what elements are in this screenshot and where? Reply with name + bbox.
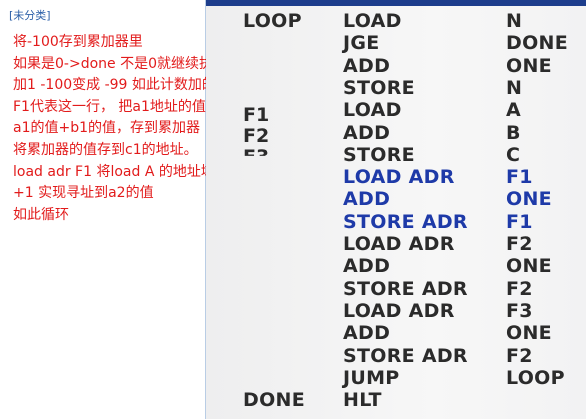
note-line: 将-100存到累加器里: [13, 34, 143, 50]
code-line: ADD ONE: [206, 322, 586, 344]
note-text[interactable]: 将-100存到累加器里 如果是0->done 不是0就继续执行 加1 -100变…: [13, 32, 285, 226]
code-opcode: LOAD: [343, 10, 402, 32]
code-operand: ONE: [506, 188, 552, 211]
note-line: 加1 -100变成 -99 如此计数加的个数: [13, 77, 244, 94]
code-opcode: ADD: [343, 121, 391, 144]
code-opcode: ADD: [343, 188, 391, 211]
code-opcode: ADD: [343, 54, 391, 77]
code-line: STORE ADR F1: [206, 211, 586, 233]
code-operand: C: [506, 143, 521, 166]
code-line: ADD ONE: [206, 188, 586, 210]
code-operand: LOOP: [506, 366, 565, 389]
code-line: STORE ADR F2: [206, 345, 586, 367]
code-operand: A: [506, 99, 522, 122]
code-operand: ONE: [506, 54, 552, 77]
code-line: LOAD ADR F2: [206, 233, 586, 255]
code-opcode: LOAD ADR: [343, 166, 455, 189]
code-opcode: JGE: [343, 32, 380, 55]
note-line: 如此循环: [13, 206, 69, 223]
code-line: JUMP LOOP: [206, 367, 586, 389]
code-line: STORE ADR F2: [206, 278, 586, 300]
code-line: LOAD A: [206, 99, 586, 121]
code-opcode: LOAD ADR: [343, 299, 455, 322]
code-line: LOAD ADR F1: [206, 166, 586, 188]
note-panel: [未分类] 将-100存到累加器里 如果是0->done 不是0就继续执行 加1…: [0, 0, 285, 419]
code-opcode: STORE ADR: [343, 277, 468, 300]
code-line: STORE N: [206, 77, 586, 99]
code-operand: B: [506, 121, 521, 144]
code-line: LOOP LOAD N: [206, 10, 586, 32]
code-operand: F2: [506, 277, 533, 300]
code-operand: ONE: [506, 322, 552, 345]
line-marker-f2: F2: [243, 125, 270, 147]
code-line: ADD ONE: [206, 255, 586, 277]
code-opcode: STORE ADR: [343, 210, 468, 233]
code-opcode: ADD: [343, 255, 391, 278]
note-line: a1的值+b1的值，存到累加器: [13, 120, 201, 137]
slide-header-bar: [206, 0, 586, 6]
code-opcode: STORE: [343, 143, 415, 166]
code-opcode: LOAD ADR: [343, 233, 455, 255]
line-marker-f1: F1: [243, 104, 270, 126]
code-label: DONE: [243, 389, 306, 412]
note-line: 如果是0->done 不是0就继续执行: [13, 55, 227, 72]
note-line: load adr F1 将load A 的地址域存到累加器: [13, 163, 285, 180]
code-opcode: LOAD: [343, 99, 402, 122]
code-operand: ONE: [506, 255, 552, 278]
code-opcode: JUMP: [343, 366, 400, 389]
code-operand: F2: [506, 344, 533, 367]
code-line: STORE C: [206, 144, 586, 166]
line-marker-f3: F3: [243, 146, 270, 168]
code-operand: F3: [506, 299, 533, 322]
code-opcode: STORE ADR: [343, 344, 468, 367]
note-line: +1 实现寻址到a2的值: [13, 185, 154, 202]
code-opcode: ADD: [343, 322, 391, 345]
code-opcode: STORE: [343, 76, 415, 99]
code-operand: N: [506, 10, 523, 32]
code-operand: DONE: [506, 32, 569, 55]
code-line: ADD B: [206, 122, 586, 144]
code-line: JGE DONE: [206, 32, 586, 54]
category-tag[interactable]: [未分类]: [9, 9, 51, 22]
code-operand: N: [506, 76, 523, 99]
note-line: F1代表这一行， 把a1地址的值存到累加器: [13, 98, 276, 115]
code-opcode: HLT: [343, 389, 382, 412]
code-line: LOAD ADR F3: [206, 300, 586, 322]
code-label: LOOP: [243, 10, 302, 32]
code-operand: F1: [506, 210, 533, 233]
note-line: 将累加器的值存到c1的地址。: [13, 141, 198, 158]
code-line: ADD ONE: [206, 55, 586, 77]
code-operand: F2: [506, 233, 533, 255]
code-operand: F1: [506, 166, 533, 189]
code-line: DONE HLT: [206, 389, 586, 411]
